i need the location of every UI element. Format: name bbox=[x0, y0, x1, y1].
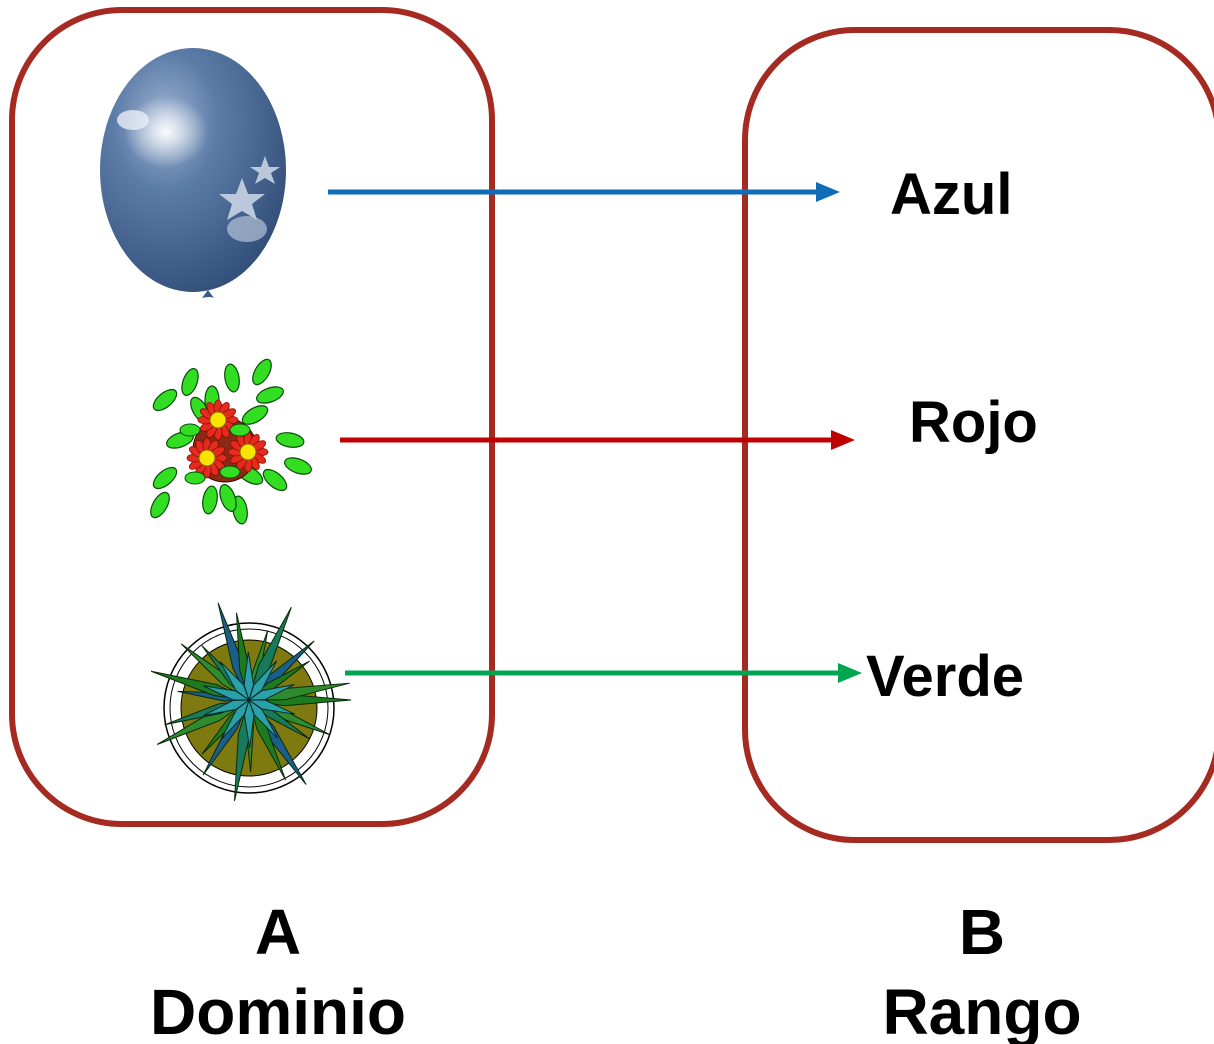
flower-bouquet-icon bbox=[150, 358, 312, 525]
range-element-azul: Azul bbox=[890, 162, 1013, 227]
range-set-name: Rango bbox=[882, 976, 1082, 1044]
range-element-verde: Verde bbox=[866, 644, 1024, 709]
potted-plant-icon bbox=[150, 602, 352, 802]
mapping-arrow bbox=[340, 430, 855, 450]
mapping-arrow bbox=[345, 663, 862, 683]
range-set-container bbox=[742, 27, 1214, 843]
domain-set-letter: A bbox=[254, 896, 302, 968]
domain-set-name: Dominio bbox=[150, 976, 406, 1044]
balloon-icon bbox=[100, 48, 286, 298]
range-set-letter: B bbox=[958, 896, 1006, 968]
range-element-rojo: Rojo bbox=[909, 390, 1038, 455]
mapping-arrow bbox=[328, 182, 840, 202]
domain-set-container bbox=[9, 7, 495, 827]
